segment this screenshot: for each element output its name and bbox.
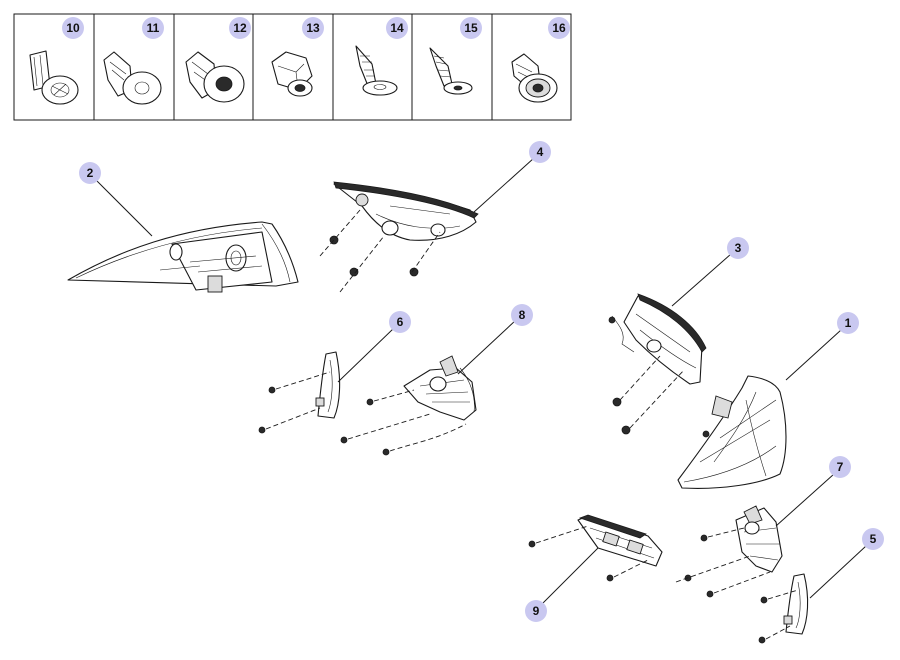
hardware-badge-label: 15: [464, 21, 478, 35]
callout-label: 3: [735, 241, 742, 255]
hex-nut-icon: [271, 51, 313, 97]
hardware-badge-label: 12: [233, 21, 247, 35]
callout-label: 4: [537, 145, 544, 159]
hardware-badge-label: 10: [66, 21, 80, 35]
hardware-badge-13: 13: [302, 17, 324, 39]
callout-badge-4: 4: [529, 141, 551, 163]
callout-badge-2: 2: [79, 162, 101, 184]
leader-line-1: [785, 329, 842, 381]
inner-tail-lamp-right: [608, 293, 707, 435]
tail-lamp-left: [67, 221, 299, 293]
hardware-badge-label: 14: [390, 21, 404, 35]
hardware-badge-label: 13: [306, 21, 320, 35]
hardware-badge-12: 12: [229, 17, 251, 39]
screw-with-washer-icon: [355, 45, 398, 96]
hardware-badge-label: 16: [552, 21, 566, 35]
callout-label: 8: [519, 308, 526, 322]
side-marker-left: [258, 351, 341, 434]
hardware-badge-14: 14: [386, 17, 408, 39]
hardware-badge-11: 11: [142, 17, 164, 39]
leader-line-2: [95, 179, 153, 237]
side-marker-right: [758, 573, 809, 644]
push-pin-clip-icon: [103, 51, 162, 105]
hardware-badge-10: 10: [62, 17, 84, 39]
leader-line-6: [337, 327, 395, 383]
outer-tail-lamp-right: [677, 375, 787, 489]
callout-badge-5: 5: [862, 528, 884, 550]
lamp-bracket-left: [340, 355, 477, 456]
hardware-badge-label: 11: [147, 21, 160, 35]
pointed-screw-icon: [429, 47, 473, 95]
callout-badge-9: 9: [525, 600, 547, 622]
inner-tail-lamp-left: [329, 181, 479, 277]
callout-badge-6: 6: [389, 311, 411, 333]
callout-label: 7: [837, 460, 844, 474]
callout-label: 6: [397, 315, 404, 329]
lamp-bracket-right: [684, 505, 783, 598]
license-lamp-housing: [528, 514, 663, 582]
leader-line-7: [775, 473, 835, 527]
callout-label: 1: [845, 316, 852, 330]
callout-badge-7: 7: [829, 456, 851, 478]
grommet-clip-icon: [185, 51, 245, 103]
hardware-strip: [13, 13, 572, 121]
leader-line-9: [541, 547, 599, 605]
leader-line-8: [457, 319, 517, 375]
leader-line-4: [473, 157, 535, 213]
callout-label: 5: [870, 532, 877, 546]
callout-badge-1: 1: [837, 312, 859, 334]
tree-fastener-icon: [511, 53, 558, 103]
callout-badge-8: 8: [511, 304, 533, 326]
hardware-badge-15: 15: [460, 17, 482, 39]
callout-label: 2: [87, 166, 94, 180]
leader-line-5: [809, 545, 867, 599]
callout-label: 9: [533, 604, 540, 618]
hardware-badge-16: 16: [548, 17, 570, 39]
push-nut-icon: [29, 50, 79, 105]
leader-line-3: [671, 253, 732, 307]
callout-badge-3: 3: [727, 237, 749, 259]
